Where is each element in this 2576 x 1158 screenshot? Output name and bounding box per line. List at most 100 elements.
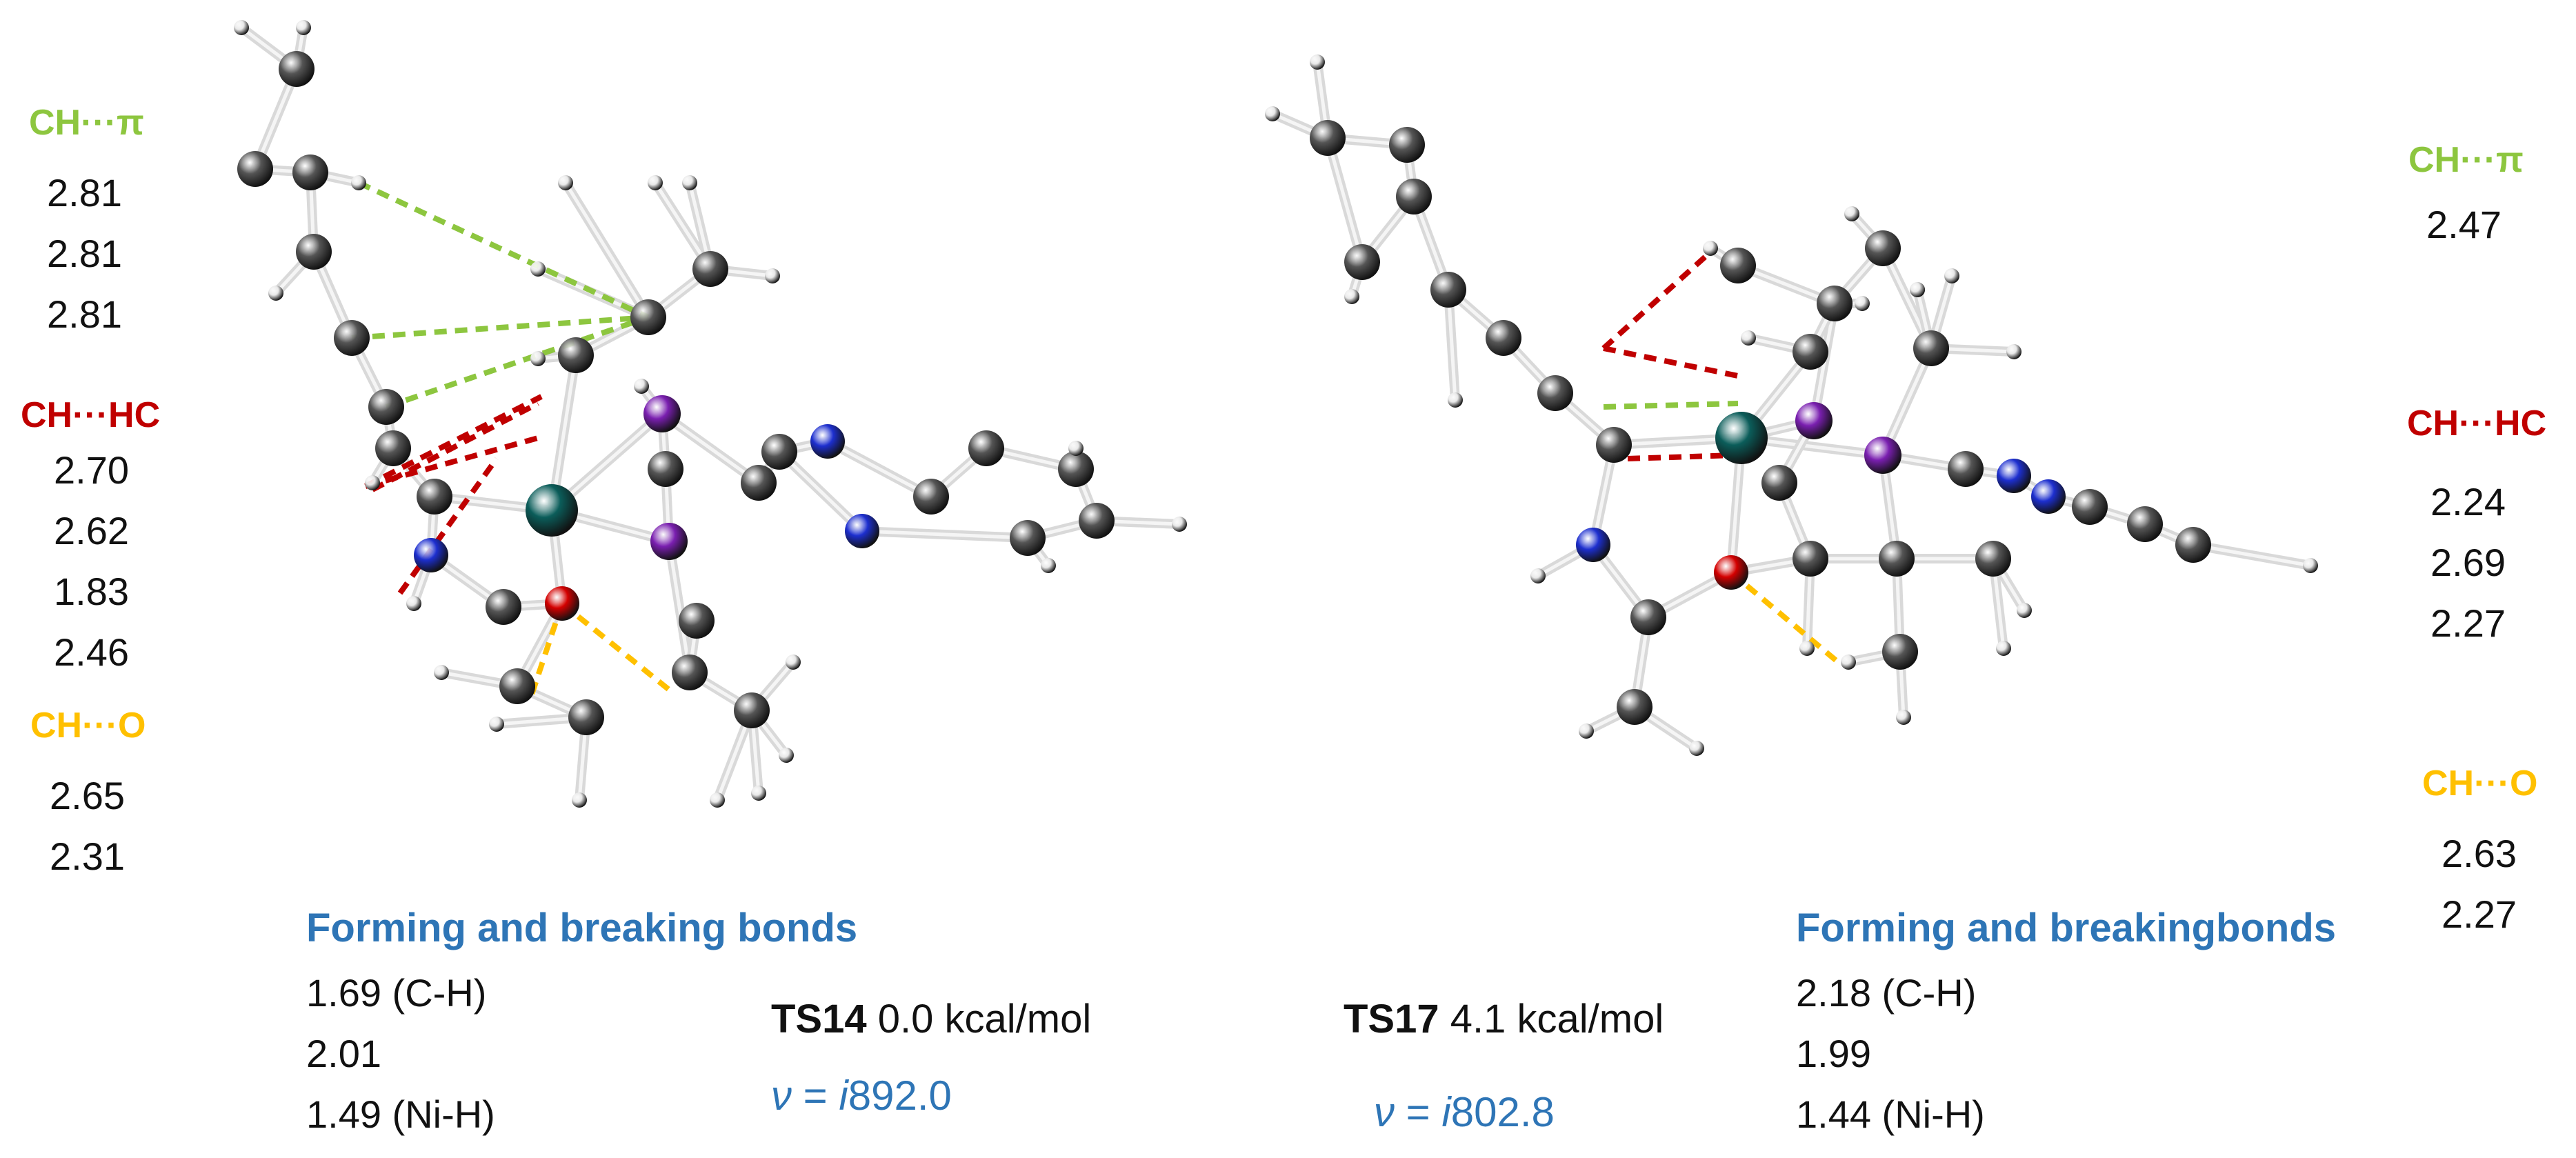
- bond-line: 2.18 (C-H): [1796, 971, 1977, 1015]
- atom-h: [1172, 517, 1187, 532]
- atom-c: [679, 603, 715, 639]
- value: 2.81: [47, 171, 122, 214]
- atom-c: [968, 430, 1004, 466]
- atom-h: [765, 268, 780, 283]
- value: 2.70: [54, 448, 129, 492]
- atom-h: [1265, 106, 1280, 121]
- interaction-dash: [371, 401, 539, 492]
- atom-p: [650, 523, 688, 560]
- right-ch-pi-values: 2.47: [2426, 194, 2502, 255]
- atom-n: [2031, 479, 2066, 514]
- atom-c: [375, 430, 411, 466]
- atom-h: [2303, 558, 2318, 573]
- value: 2.47: [2426, 203, 2502, 246]
- left-ts-label: TS14 0.0 kcal/mol: [771, 996, 1091, 1042]
- value: 2.65: [50, 774, 125, 817]
- atom-c: [630, 299, 666, 335]
- atom-h: [786, 655, 801, 670]
- atom-h: [558, 175, 573, 190]
- value: 2.62: [54, 509, 129, 552]
- bond: [826, 439, 933, 499]
- atom-h: [365, 475, 380, 490]
- atom-c: [1344, 244, 1380, 280]
- atom-h: [406, 596, 421, 611]
- interaction-dash: [1627, 452, 1735, 461]
- atom-h: [572, 792, 587, 808]
- atom-h: [351, 175, 366, 190]
- atom-h: [234, 20, 249, 35]
- atom-n: [810, 424, 845, 459]
- atom-c: [368, 389, 404, 425]
- atom-h: [434, 665, 449, 680]
- bond-line: 1.44 (Ni-H): [1796, 1092, 1985, 1136]
- atom-h: [1855, 296, 1870, 311]
- right-bonds-list: 2.18 (C-H) 1.99 1.44 (Ni-H): [1796, 963, 1985, 1145]
- nu-eq: =: [803, 1072, 828, 1119]
- right-ch-hc-values: 2.24 2.69 2.27: [2430, 472, 2506, 654]
- value: 2.31: [50, 835, 125, 878]
- ts-energy: 0.0 kcal/mol: [877, 997, 1092, 1041]
- atom-h: [2006, 344, 2021, 359]
- atom-h: [530, 261, 546, 277]
- atom-h: [634, 379, 649, 394]
- atom-h: [1996, 641, 2011, 656]
- atom-h: [530, 351, 546, 366]
- right-ch-o-values: 2.63 2.27: [2442, 823, 2517, 945]
- atom-n: [1997, 459, 2031, 493]
- bond-line: 1.69 (C-H): [306, 971, 487, 1015]
- nu-value: 802.8: [1450, 1089, 1555, 1135]
- interaction-dash: [1603, 346, 1739, 379]
- atom-c: [1010, 520, 1046, 556]
- atom-h: [682, 175, 697, 190]
- atom-c: [1396, 179, 1432, 214]
- interaction-dash: [560, 601, 671, 692]
- value: 2.69: [2430, 541, 2506, 584]
- interaction-dash: [385, 315, 650, 410]
- atom-c: [499, 668, 535, 704]
- molecule-ts14: [234, 20, 1187, 808]
- right-ch-hc-label: CH···HC: [2407, 403, 2547, 443]
- nu-eq: =: [1406, 1089, 1430, 1135]
- value: 2.27: [2430, 601, 2506, 645]
- atom-p: [1795, 402, 1833, 439]
- atom-h: [1741, 330, 1756, 346]
- atom-h: [1579, 723, 1594, 739]
- value: 2.63: [2442, 832, 2517, 875]
- atom-c: [417, 479, 452, 515]
- atom-h: [751, 786, 766, 801]
- atom-c: [558, 337, 594, 373]
- atom-c: [296, 234, 332, 270]
- bond: [777, 450, 864, 533]
- atom-c: [1817, 286, 1853, 321]
- interaction-dash: [364, 394, 543, 489]
- right-ch-pi-label: CH···π: [2408, 140, 2524, 180]
- atom-c: [486, 589, 521, 625]
- atom-h: [1896, 710, 1911, 725]
- atom-h: [1910, 282, 1925, 297]
- atom-c: [1913, 330, 1949, 366]
- interaction-dash: [351, 315, 649, 341]
- nu-value: 892.0: [848, 1072, 952, 1119]
- bond-line: 1.99: [1796, 1032, 1871, 1075]
- atom-c: [1430, 272, 1466, 308]
- atom-o: [545, 586, 579, 621]
- atom-p: [643, 395, 681, 432]
- ts-energy: 4.1 kcal/mol: [1450, 997, 1664, 1041]
- atom-h: [1041, 558, 1056, 573]
- atom-c: [648, 451, 683, 487]
- bond: [1326, 136, 1364, 264]
- atom-c: [2175, 527, 2211, 563]
- nu-symbol: ν: [1374, 1089, 1395, 1135]
- ts-name: TS14: [771, 997, 867, 1041]
- atom-c: [1882, 634, 1918, 670]
- atom-h: [268, 286, 283, 301]
- atom-h: [779, 748, 794, 763]
- atom-c: [1617, 689, 1653, 725]
- atom-c: [734, 692, 770, 728]
- atom-c: [1761, 465, 1797, 501]
- bond: [660, 412, 761, 485]
- atom-n: [1576, 528, 1610, 562]
- atom-c: [1079, 503, 1115, 539]
- atom-h: [710, 792, 725, 808]
